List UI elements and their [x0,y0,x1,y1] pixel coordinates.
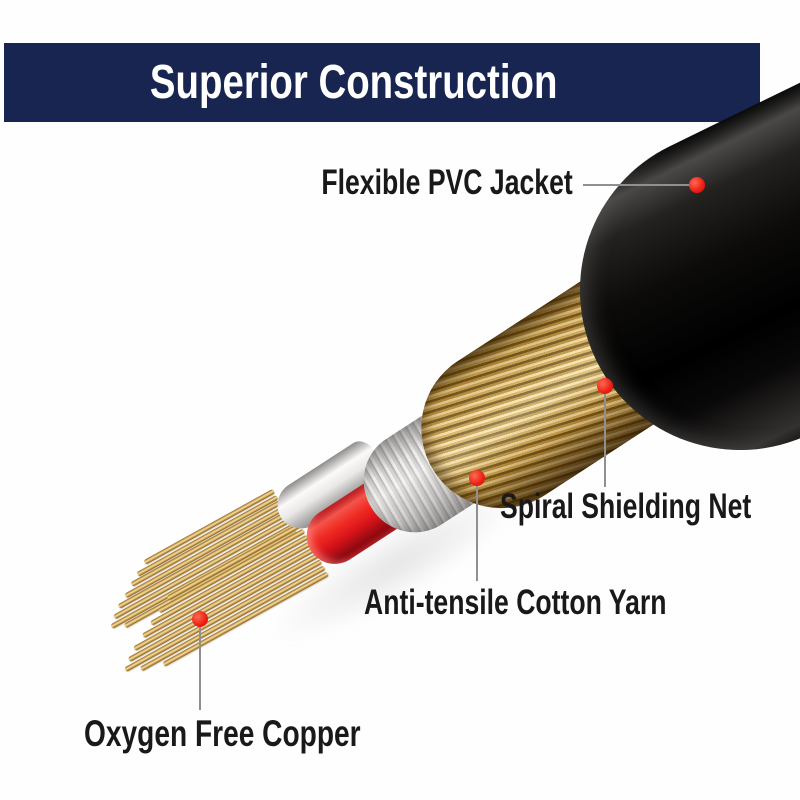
banner-title: Superior Construction [150,56,558,109]
callout-label: Oxygen Free Copper [84,713,361,754]
callout-label: Flexible PVC Jacket [321,163,573,202]
title-banner: Superior Construction [4,43,760,122]
